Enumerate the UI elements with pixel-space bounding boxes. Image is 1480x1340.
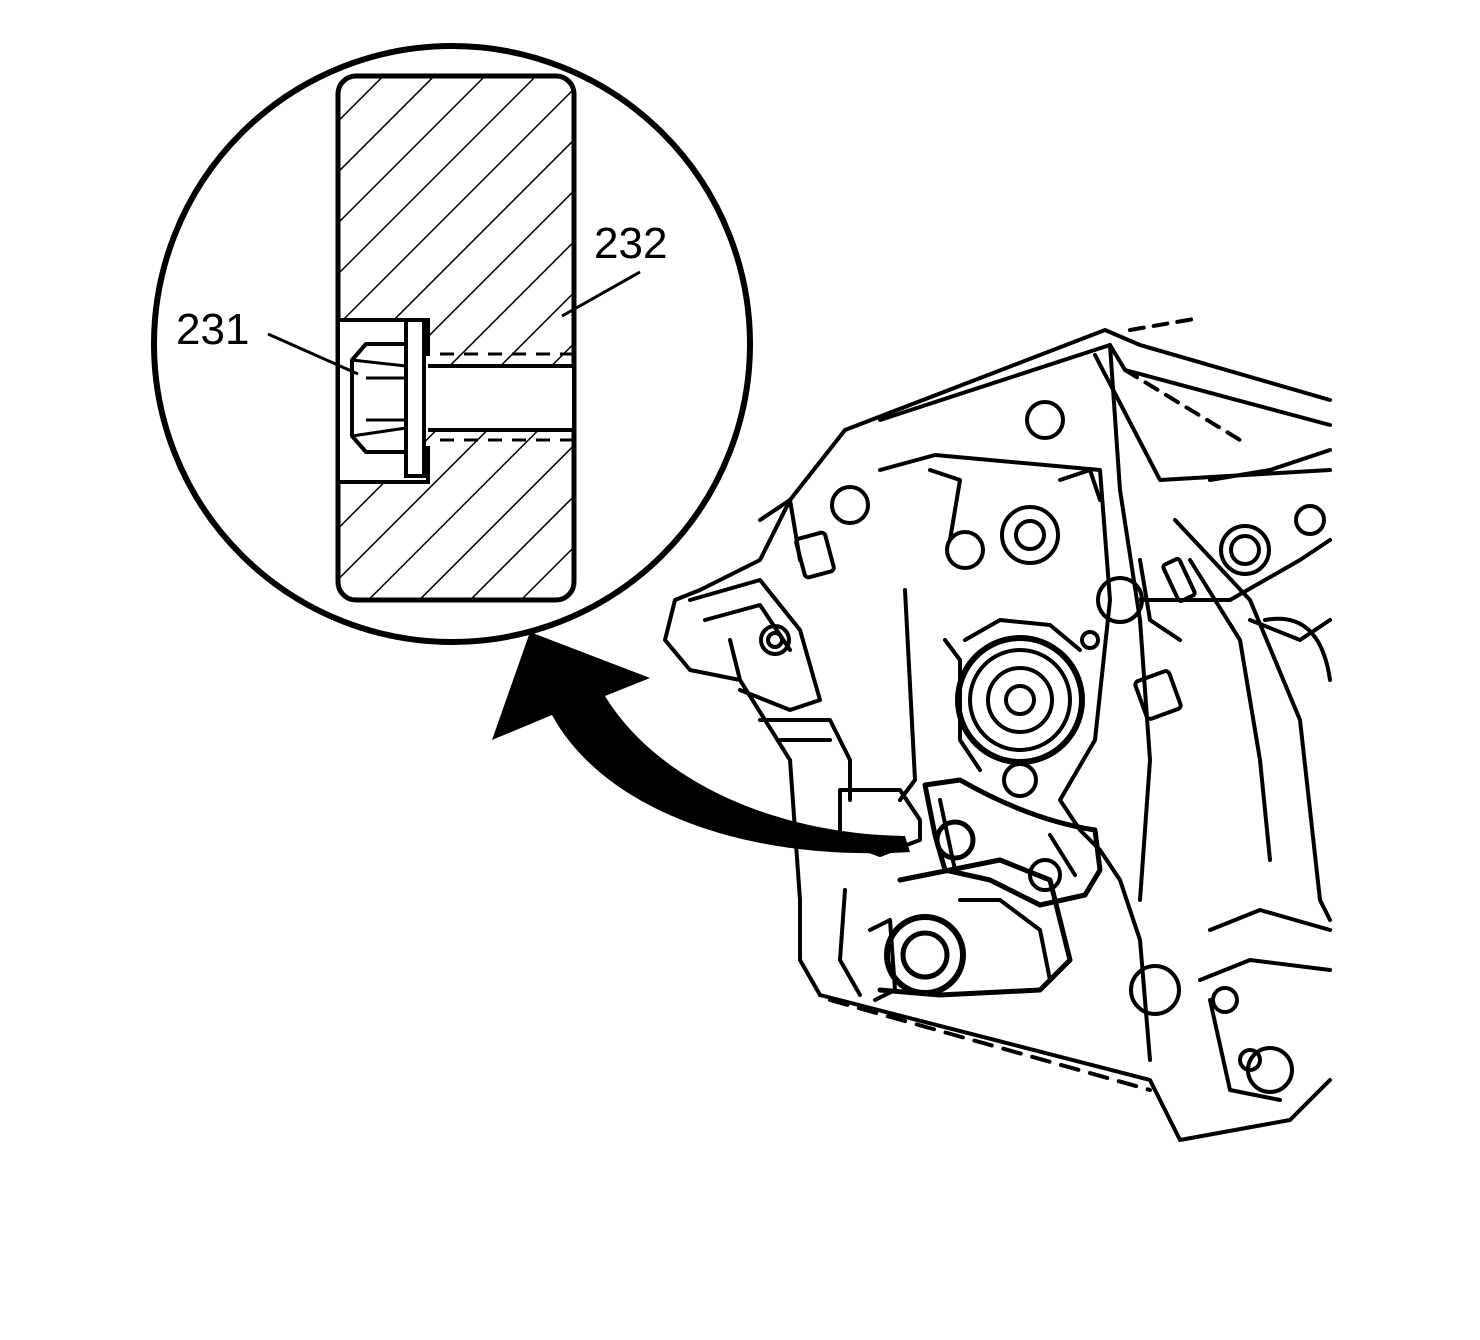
detail-arrow [492, 632, 910, 854]
engine-block-illustration [663, 316, 1332, 1142]
leader-line-232 [561, 270, 641, 318]
callout-label-231: 231 [176, 305, 249, 354]
detail-view [151, 43, 753, 645]
callout-231: 231 [176, 305, 359, 376]
callout-232: 232 [561, 219, 667, 318]
leader-line-231 [267, 332, 359, 376]
bolt-head [350, 342, 408, 454]
bolt-flange [404, 318, 426, 478]
callout-label-232: 232 [594, 219, 667, 268]
